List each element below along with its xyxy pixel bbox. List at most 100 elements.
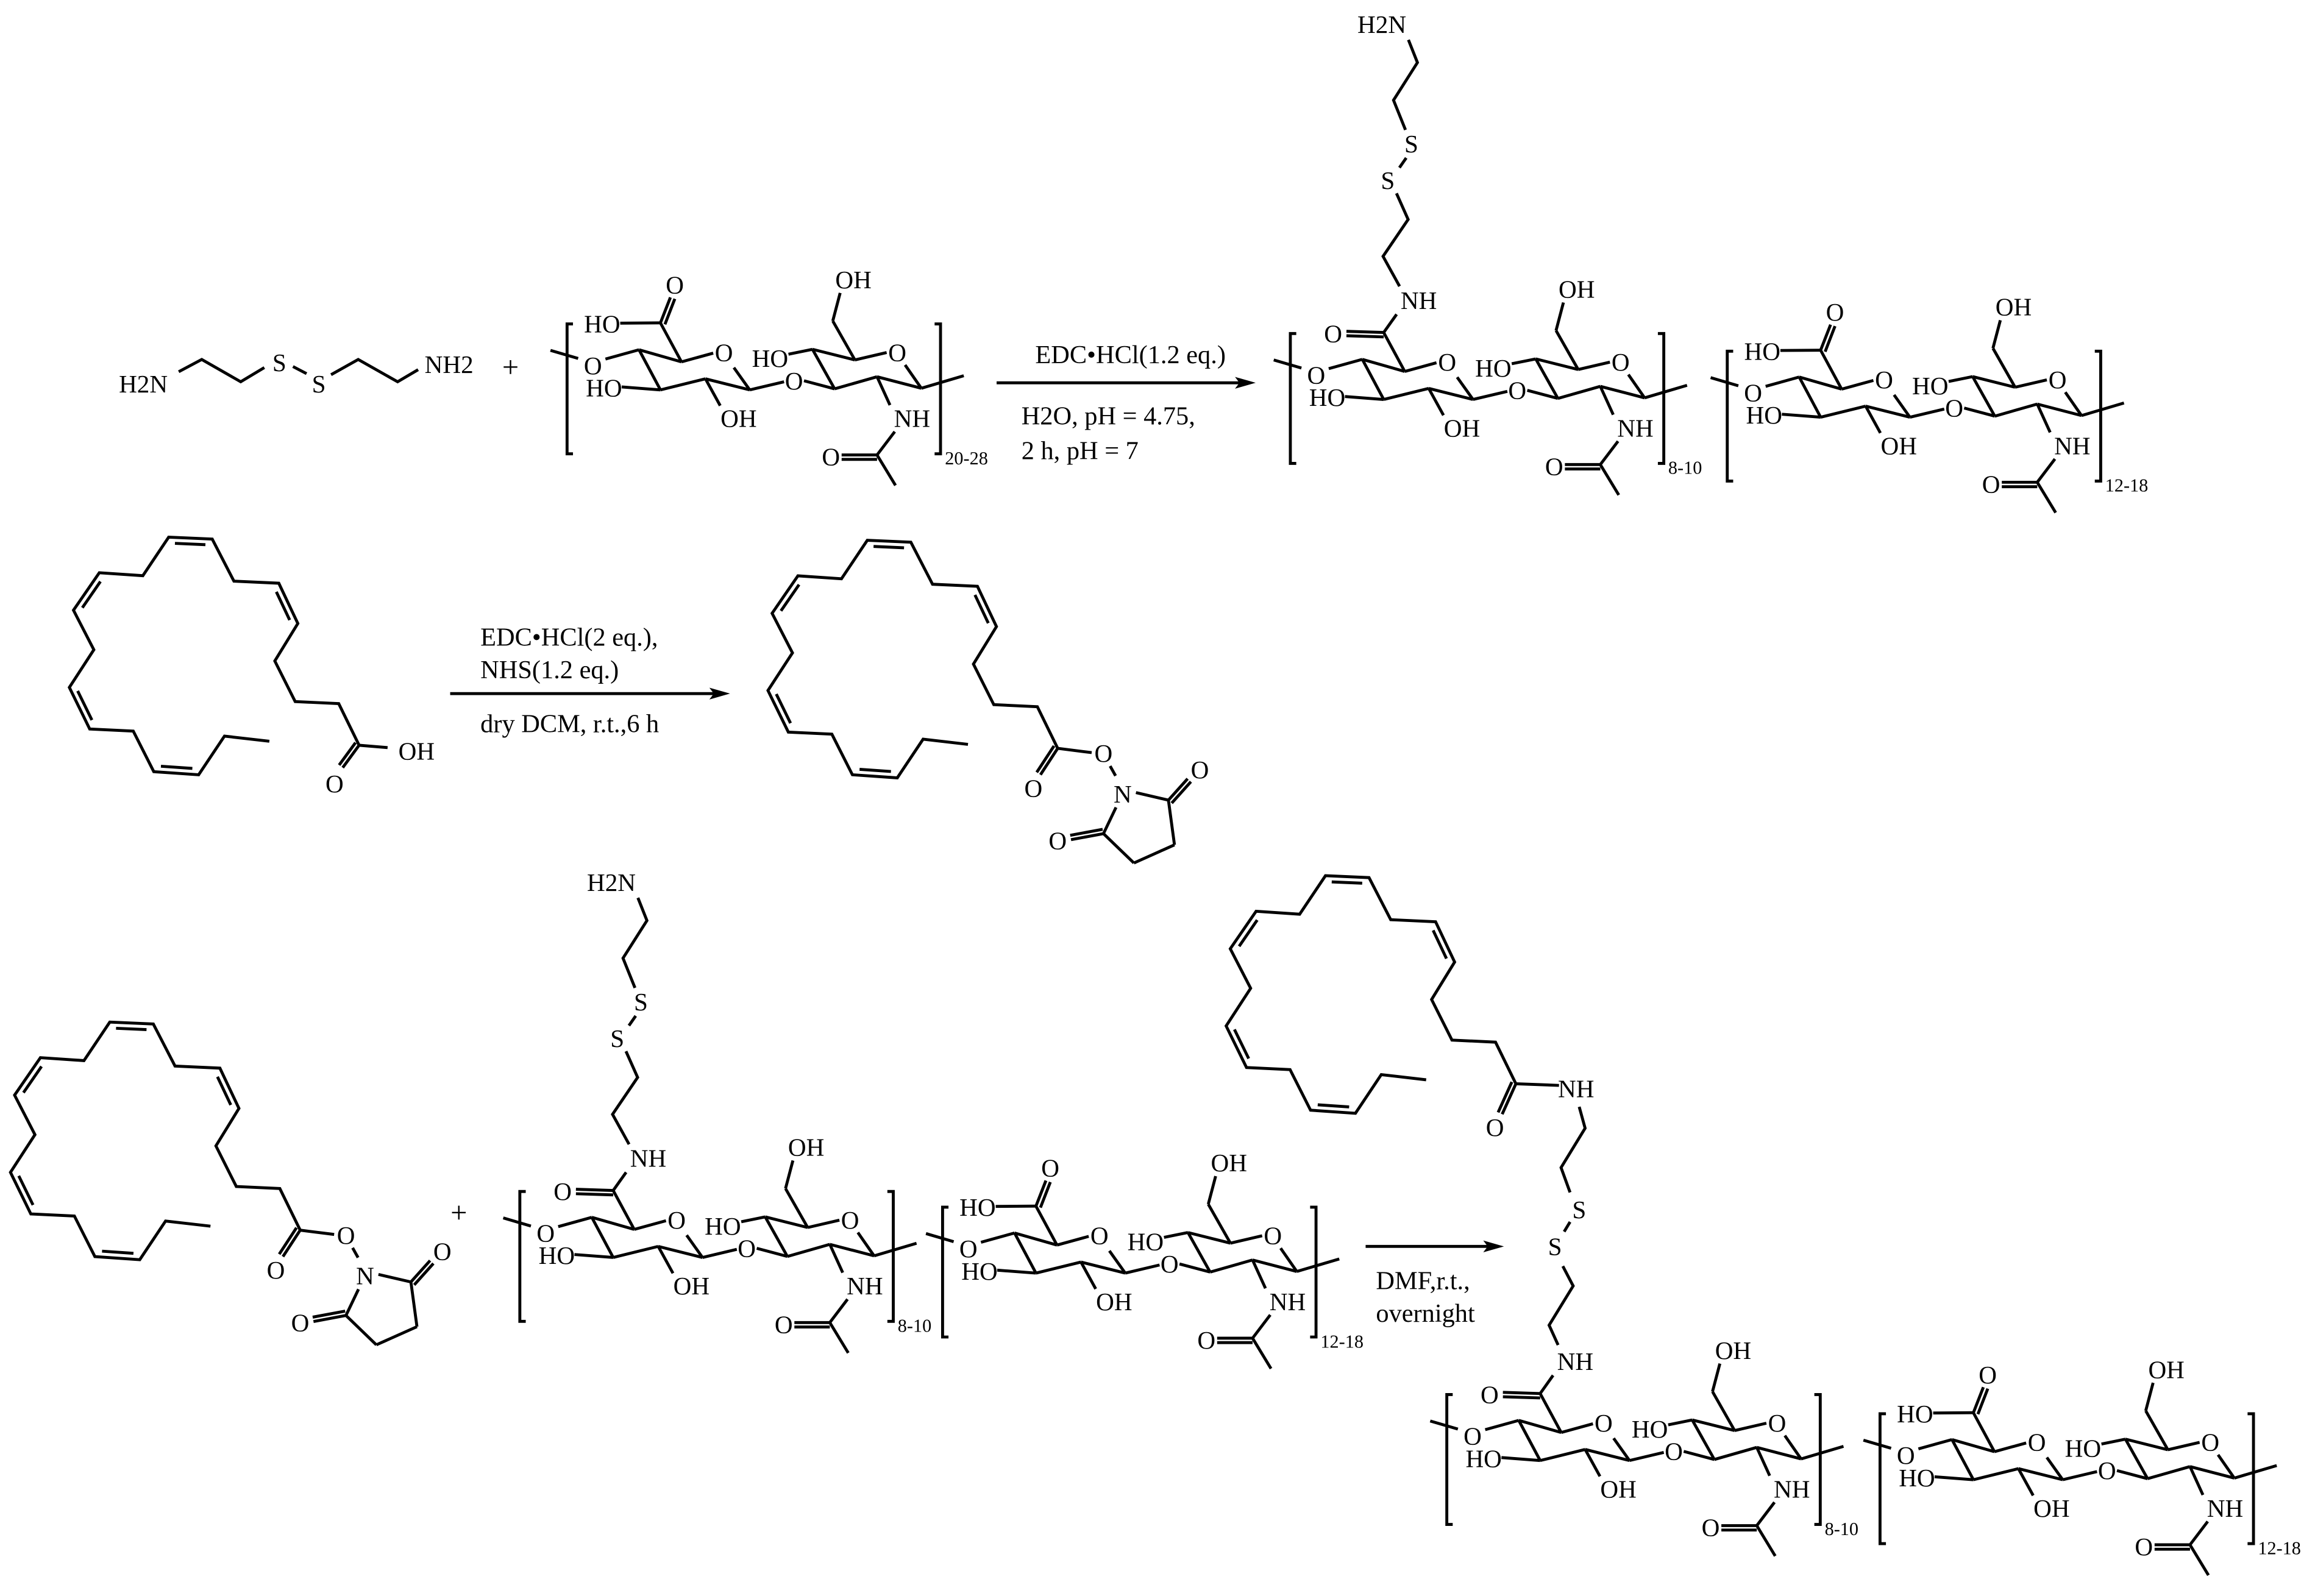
bracket-right [934,322,942,456]
disulfide-bond [1563,1221,1571,1233]
bond-chain [178,358,265,384]
bond-line [1893,394,1911,419]
bond-line [831,320,856,361]
bond-line [784,1160,795,1190]
bond-line [1540,1448,1586,1463]
ring-oxygen-label: O [2028,1428,2046,1456]
bond-line [1691,1419,1716,1461]
carboxyl-oxygen-label: O [666,271,684,299]
ester-oxygen-label: O [337,1221,355,1249]
bond-line [574,1253,614,1259]
bond-line [575,1188,614,1192]
bond-line [1612,1437,1631,1462]
bond-line [1296,1257,1340,1273]
double-bond-line [1167,778,1189,801]
sulfur-label: S [272,349,286,377]
hydroxyl-label: OH [1559,275,1595,303]
bond-line [828,1298,849,1324]
bond-line [1841,378,1874,391]
bond-line [2015,378,2047,389]
bond-line [1755,1501,1776,1527]
repeat-count-subscript: 20-28 [945,448,988,469]
bond-line [856,1232,876,1257]
hydroxyl-label: OH [1096,1288,1132,1316]
bond-line [1515,1082,1559,1087]
bond-line [1819,324,1832,351]
bond-line [1484,1419,1520,1431]
oxygen-label: O [536,1219,555,1247]
bond-line [828,1322,850,1354]
carboxyl-hydroxyl-label: HO [1897,1400,1933,1428]
bracket-right [1657,332,1666,465]
hydroxyl-label: HO [1475,354,1511,382]
cis-double-bond-line [216,1076,232,1106]
double-bond-line [413,1262,435,1286]
carbon-chain [67,535,361,776]
carbon-chain [766,539,1059,779]
hydroxyl-label: HO [1899,1464,1935,1492]
hydroxyl-label: HO [961,1257,997,1285]
bond-line [1691,1418,1735,1432]
hydroxyl-label: HO [705,1212,741,1240]
bond-line [1535,357,1579,371]
bond-line [1252,1258,1298,1273]
bond-line [1056,1235,1089,1247]
cis-double-bond-line [1233,1029,1250,1060]
hydroxyl-label: HO [1309,383,1345,411]
glycosidic-oxygen-label: O [1161,1250,1179,1278]
hydroxyl-label: HO [539,1241,575,1269]
bond-line [2018,1467,2063,1481]
bond-line [1429,1419,1459,1431]
bond-line [1456,376,1474,400]
imide-oxygen-label: O [291,1308,310,1336]
bond-line [1711,1363,1721,1392]
bond-line [1711,1391,1736,1431]
bond-line [1206,1176,1217,1205]
bond-line [1251,1259,1267,1289]
hydroxyl-label: OH [835,266,871,294]
bond-line [659,322,683,363]
bond-line [1629,1451,1665,1463]
bond-line [344,1314,378,1346]
amide-nh-label: NH [894,405,930,433]
hydroxyl-label: HO [1128,1228,1164,1256]
bond-line [829,1243,875,1258]
bond-chain [1559,1106,1587,1193]
cis-double-bond-line [17,1175,35,1206]
bond-line [1273,358,1302,370]
bond-line [2233,1464,2277,1480]
bond-line [2036,402,2082,417]
arrow-head [1483,1240,1504,1253]
cis-double-bond-line [116,1026,147,1031]
amide-oxygen-label: O [1481,1380,1499,1408]
carbonyl-oxygen-label: O [2135,1533,2153,1561]
ester-oxygen-label: O [1095,739,1113,767]
amide-nh-label: NH [2207,1494,2243,1522]
ester-carbonyl-oxygen-label: O [1024,774,1042,802]
bond-line [997,1268,1036,1275]
solvent-condition: H2O, pH = 4.75, [1022,402,1195,430]
hydroxyl-label: OH [1444,414,1480,442]
bond-line [1644,383,1688,400]
bond-line [1820,405,1866,419]
bond-line [1014,1231,1058,1247]
time-condition: overnight [1376,1299,1475,1328]
bond-line [733,366,751,391]
bond-line [1683,1450,1715,1461]
bond-line [811,349,836,390]
bond-line [1734,1422,1767,1432]
bond-line [2046,1456,2064,1481]
bracket-left [1289,332,1296,465]
double-bond-line [1039,747,1059,776]
bond-line [1577,360,1610,371]
imide-oxygen-label: O [433,1238,452,1266]
bond-line [351,1247,360,1258]
arrow-head [1235,377,1256,389]
bond-line [1951,1438,1995,1453]
bond-line [638,348,682,364]
bond-line [1599,464,1620,496]
bracket-left [1445,1393,1453,1526]
repeat-count-subscript: 12-18 [1320,1331,1364,1352]
